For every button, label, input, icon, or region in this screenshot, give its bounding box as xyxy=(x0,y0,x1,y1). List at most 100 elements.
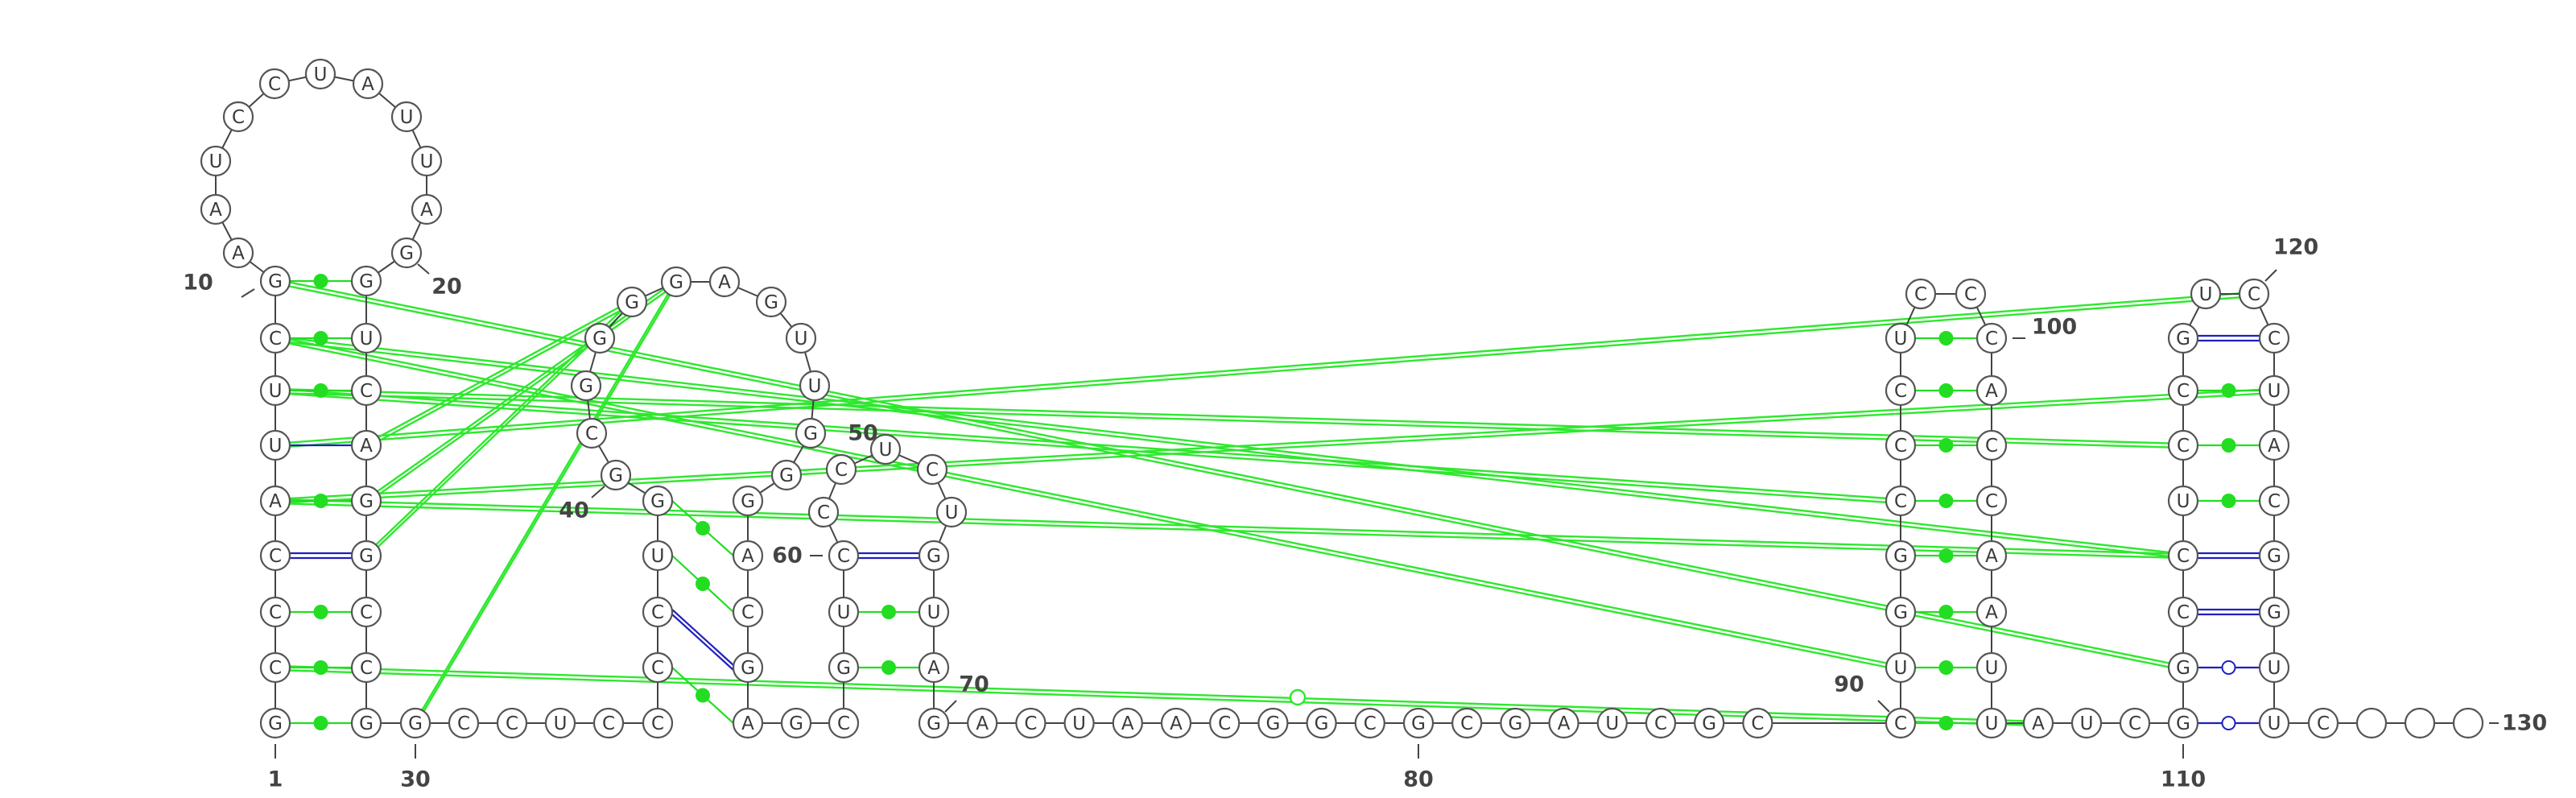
nucleotide-circle xyxy=(755,286,787,318)
nucleotide-circle xyxy=(350,540,382,572)
nucleotide-letter: C xyxy=(651,713,664,734)
nucleotide-letter: G xyxy=(609,465,623,486)
nucleotide-letter: C xyxy=(1654,713,1667,734)
nucleotide-letter: C xyxy=(651,658,664,679)
nucleotide-circle xyxy=(918,651,950,684)
nucleotide-circle xyxy=(732,707,764,739)
nucleotide-circle xyxy=(584,322,616,354)
nucleotide-letter: C xyxy=(506,713,518,734)
nucleotide-letter: C xyxy=(602,713,615,734)
nucleotide-circle xyxy=(350,374,382,407)
position-label: 30 xyxy=(400,767,431,792)
nucleotide-letter: G xyxy=(399,243,414,264)
position-label: 60 xyxy=(772,544,803,569)
nucleotide-circle xyxy=(732,540,764,572)
nucleotide-circle xyxy=(1885,322,1917,354)
pseudoknot-link xyxy=(275,339,1901,672)
nucleotide-circle xyxy=(1885,429,1917,461)
nucleotide-circle xyxy=(1596,707,1628,739)
nucleotide-circle xyxy=(732,651,764,684)
pseudoknot-link xyxy=(275,295,2255,449)
nucleotide-letter: G xyxy=(1411,713,1426,734)
nucleotide-letter: G xyxy=(789,713,803,734)
nucleotide-letter: A xyxy=(1985,381,1998,402)
nucleotide-letter: C xyxy=(651,602,664,623)
nucleotide-letter: U xyxy=(269,381,283,402)
nucleotide-letter: A xyxy=(1121,713,1134,734)
nucleotide-circle xyxy=(1885,485,1917,517)
nucleotide-circle xyxy=(1905,278,1937,310)
nucleotide-letter: G xyxy=(741,658,755,679)
nucleotide-circle xyxy=(222,101,254,133)
pseudoknot-link xyxy=(275,391,2184,449)
nucleotide-circle xyxy=(828,596,860,628)
nucleotide-letter: G xyxy=(592,329,607,349)
nucleotide-circle xyxy=(732,485,764,517)
pseudoknot-link xyxy=(275,291,2255,445)
position-label: 10 xyxy=(183,271,213,296)
noncanonical-pair-marker xyxy=(2221,494,2236,508)
nucleotide-letter: C xyxy=(2268,329,2281,349)
nucleotide-letter: A xyxy=(360,436,373,457)
noncanonical-pair-marker xyxy=(2221,383,2236,398)
nucleotide-circle xyxy=(350,322,382,354)
noncanonical-pair-marker xyxy=(1938,383,1954,398)
nucleotide-letter: C xyxy=(1894,436,1907,457)
nucleotide-letter: C xyxy=(837,546,850,567)
nucleotide-letter: G xyxy=(1702,713,1716,734)
nucleotide-circle xyxy=(200,145,232,177)
nucleotide-circle xyxy=(350,265,382,297)
nucleotide-circle xyxy=(2022,707,2054,739)
nucleotide-circle xyxy=(2258,485,2290,517)
position-label: 1 xyxy=(268,767,283,792)
nucleotide-letter: G xyxy=(669,272,683,293)
nucleotide-letter: G xyxy=(1508,713,1522,734)
nucleotide-letter: U xyxy=(945,502,959,523)
nucleotide-circle xyxy=(1306,707,1337,739)
nucleotide-letter: A xyxy=(741,713,754,734)
nucleotide-letter: U xyxy=(2268,381,2281,402)
noncanonical-pair-marker xyxy=(1938,331,1954,345)
nucleotide-circle xyxy=(390,101,423,133)
nucleotide-circle xyxy=(616,286,648,318)
pseudoknot-link xyxy=(275,387,1901,501)
nucleotide-letter: G xyxy=(2176,329,2190,349)
nucleotide-circle xyxy=(1885,596,1917,628)
nucleotide-letter: A xyxy=(1985,546,1998,567)
nucleotide-letter: U xyxy=(795,329,808,349)
position-label: 20 xyxy=(431,275,462,300)
nucleotide-circle xyxy=(2355,707,2388,739)
nucleotide-circle xyxy=(2167,429,2199,461)
nucleotide-letter: C xyxy=(1985,436,1998,457)
nucleotide-letter: C xyxy=(2177,381,2190,402)
position-label: 130 xyxy=(2502,711,2547,736)
nucleotide-letter: U xyxy=(1894,329,1908,349)
position-tick xyxy=(1877,700,1890,713)
nucleotide-circle xyxy=(2307,707,2339,739)
nucleotide-circle xyxy=(544,707,576,739)
nucleotide-letter: G xyxy=(650,491,665,512)
nucleotide-letter: A xyxy=(2032,713,2045,734)
nucleotide-circle xyxy=(1112,707,1143,739)
position-tick xyxy=(2264,269,2277,282)
nucleotide-letter: C xyxy=(1985,491,1998,512)
nucleotide-letter: U xyxy=(269,436,283,457)
nucleotide-letter: C xyxy=(1964,284,1977,305)
nucleotide-circle xyxy=(600,459,632,491)
noncanonical-pair-marker xyxy=(881,605,896,619)
nucleotide-circle xyxy=(795,417,827,449)
noncanonical-pair-marker xyxy=(696,688,710,703)
noncanonical-pair-marker xyxy=(313,660,328,675)
nucleotide-letter: C xyxy=(2177,546,2190,567)
noncanonical-pair-marker xyxy=(1938,605,1954,619)
position-label: 70 xyxy=(959,672,989,697)
nucleotide-letter: G xyxy=(268,713,283,734)
nucleotide-circle xyxy=(642,596,674,628)
nucleotide-letter: G xyxy=(408,713,423,734)
noncanonical-pair-marker xyxy=(1938,494,1954,508)
nucleotide-circle xyxy=(2238,278,2270,310)
nucleotide-circle xyxy=(918,596,950,628)
base-pairs xyxy=(290,274,2260,730)
nucleotide-circle xyxy=(1885,374,1917,407)
